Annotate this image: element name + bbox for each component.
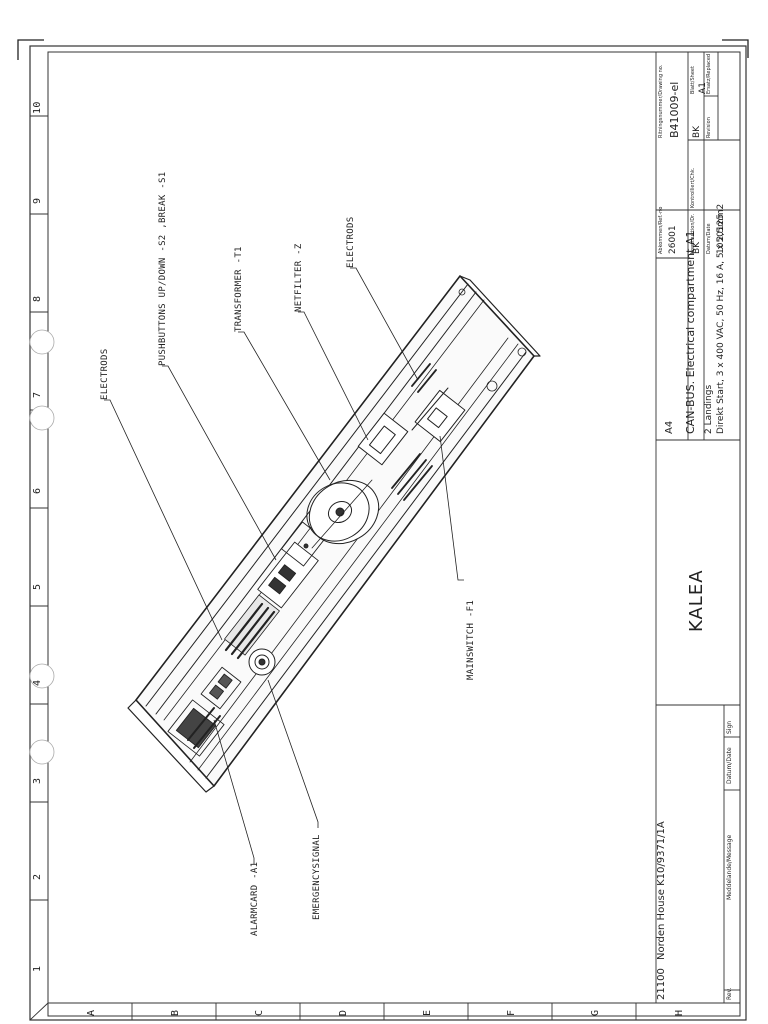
column-label-2: 2 — [32, 873, 43, 880]
rev-date-column-label: Datum/Date — [726, 747, 733, 784]
column-label-6: 6 — [32, 487, 43, 494]
drawing-subtitle-1: 2 Landings — [704, 384, 714, 434]
column-ruler — [30, 115, 48, 901]
replaced-label: Ersatz/Replaced — [706, 53, 712, 94]
drawn-by-value: BK — [692, 241, 702, 254]
project-name: Norden House K10/9371/1A — [656, 821, 667, 960]
row-label-c: C — [254, 1009, 265, 1016]
row-label-b: B — [170, 1009, 181, 1016]
punch-hole — [29, 663, 55, 689]
callout-leaders — [104, 267, 464, 864]
ref-no-label: Abkommen/Ref.-no — [658, 206, 664, 254]
transformer-component — [306, 479, 380, 549]
project-number: 21100 — [656, 968, 667, 1000]
ref-no-value: 26001 — [668, 225, 678, 254]
date-value: 1050125 — [716, 213, 726, 254]
drawing-no-label: Ritningsnummer/Drawing no. — [658, 64, 664, 138]
punch-hole — [29, 329, 55, 355]
column-label-9: 9 — [32, 197, 43, 204]
column-label-1: 1 — [32, 965, 43, 972]
column-label-7: 7 — [32, 391, 43, 398]
callout-alarmcard: ALARMCARD -A1 — [250, 861, 260, 936]
row-label-d: D — [338, 1009, 349, 1016]
title-block-frame — [655, 51, 741, 1004]
crop-mark-top-left — [17, 39, 44, 60]
callout-transformer: TRANSFORMER -T1 — [234, 246, 244, 332]
callout-electrodes-left: ELECTRODS — [100, 348, 110, 400]
drawing-no-value: B41009-el — [668, 81, 681, 138]
logo-text: KALEA — [686, 569, 707, 632]
message-column-label: Meddelande/Message — [726, 834, 733, 900]
row-label-f: F — [506, 1009, 517, 1016]
frame-diagonal-corner — [29, 1002, 49, 1021]
column-label-3: 3 — [32, 777, 43, 784]
netfilter-component — [357, 412, 409, 466]
sheet-size: A4 — [664, 420, 675, 434]
row-label-h: H — [674, 1009, 685, 1016]
rev-column-label: Rev. — [726, 987, 733, 1000]
callout-mainswitch: MAINSWITCH -F1 — [466, 599, 476, 680]
alarm-card-block — [167, 666, 242, 757]
kalea-logo: KALEA — [686, 569, 707, 632]
callout-pushbuttons: PUSHBUTTONS UP/DOWN -S2 ,BREAK -S1 — [158, 171, 168, 366]
electrode-terminal-strip — [224, 594, 280, 660]
checked-label: Kontrolliert/Chk. — [690, 167, 696, 208]
drawing-title: CAN-BUS. Electrical compartment.A1 — [684, 230, 697, 434]
crop-mark-top-right — [722, 39, 749, 58]
pushbutton-block — [257, 521, 325, 609]
row-ruler — [131, 1003, 637, 1020]
sign-column-label: Sign — [726, 720, 733, 734]
column-label-8: 8 — [32, 295, 43, 302]
date-label: Datum/Date — [706, 223, 712, 254]
punch-hole — [29, 405, 55, 431]
row-label-g: G — [590, 1009, 601, 1016]
callout-netfilter: NETFILTER -Z — [294, 243, 304, 312]
column-label-10: 10 — [32, 101, 43, 114]
column-label-5: 5 — [32, 583, 43, 590]
right-terminal-block — [391, 363, 437, 501]
mainswitch-component — [411, 387, 466, 443]
sheet-label: Blatt/Sheet — [690, 66, 696, 94]
row-label-e: E — [422, 1009, 433, 1016]
callout-electrodes-right: ELECTRODS — [346, 216, 356, 268]
outer-frame — [29, 45, 747, 1021]
row-label-a: A — [86, 1009, 97, 1016]
punch-hole — [29, 739, 55, 765]
callout-emergencysignal: EMERGENCYSIGNAL — [312, 834, 322, 920]
checked-value: BK — [692, 125, 702, 138]
emergency-signal-component — [248, 648, 276, 676]
column-label-4: 4 — [32, 679, 43, 686]
revision-label: Revision — [706, 117, 712, 138]
electrical-compartment-drawing — [127, 275, 541, 793]
